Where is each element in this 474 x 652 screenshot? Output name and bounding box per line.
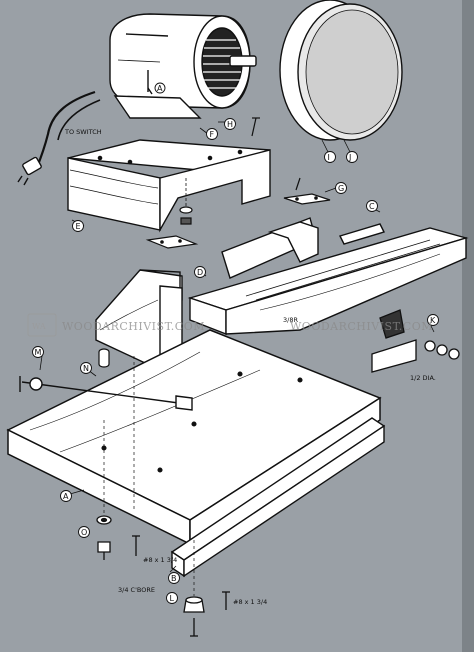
label-f: F	[199, 127, 218, 140]
label-g: G	[324, 182, 347, 194]
part-label-l: L	[170, 594, 175, 603]
part-label-j: J	[348, 153, 351, 162]
part-label-d: D	[197, 268, 203, 277]
table-support	[221, 217, 385, 279]
label-e: E	[71, 219, 85, 232]
switch-bracket-k	[371, 309, 460, 373]
motor	[17, 13, 257, 186]
part-label-a: A	[63, 492, 69, 501]
label-j: J	[343, 139, 358, 163]
part-label-e: E	[76, 222, 81, 231]
watermark-logo: WA	[32, 322, 46, 331]
sanding-disc	[279, 0, 403, 141]
assembly-lines	[103, 356, 195, 596]
watermark-text-right: WOODARCHIVIST.COM	[290, 320, 433, 333]
label-o: O	[78, 526, 90, 538]
table-c	[187, 227, 469, 336]
screw-h	[251, 117, 260, 137]
label-c: C	[366, 200, 381, 213]
skid-b	[170, 417, 386, 578]
switch-note-line1: TO SWITCH	[64, 128, 102, 136]
part-label-n: N	[83, 364, 89, 373]
part-label-motor-a: A	[157, 84, 163, 93]
dimension-3-8r: 3/8R	[283, 316, 298, 324]
washer-bolt-o	[96, 515, 140, 560]
label-k: K	[427, 314, 439, 333]
nut-washer	[179, 178, 193, 225]
part-label-o: O	[81, 528, 87, 537]
label-b: B	[168, 565, 180, 584]
label-a: A	[60, 489, 85, 502]
part-label-m: M	[35, 348, 42, 357]
motor-base-e	[67, 139, 271, 233]
part-label-f: F	[210, 130, 215, 139]
screw-note-o: #8 x 1 3/4	[143, 556, 177, 564]
bore-note: 3/4 C'BORE	[118, 586, 155, 594]
part-label-b: B	[171, 574, 177, 583]
tilt-rod-m	[19, 376, 193, 411]
dimension-half-dia: 1/2 DIA.	[410, 374, 436, 382]
part-label-k: K	[430, 316, 436, 325]
right-edge-band	[462, 0, 474, 652]
label-l: L	[166, 592, 178, 604]
part-label-i: I	[328, 153, 330, 162]
hinge-lower	[145, 235, 199, 249]
dowel	[98, 348, 110, 368]
label-i: I	[321, 139, 336, 163]
label-h: H	[218, 118, 236, 130]
part-label-c: C	[369, 202, 375, 211]
label-d: D	[194, 266, 207, 278]
base-a	[6, 329, 382, 546]
watermark: WA WOODARCHIVIST.COM WOODARCHIVIST.COM	[27, 313, 433, 337]
foot-l	[183, 591, 230, 637]
part-label-g: G	[338, 184, 344, 193]
label-motor-bolt: A	[147, 70, 166, 94]
hinge-g-upper	[283, 177, 331, 205]
label-n: N	[80, 362, 97, 377]
part-label-h: H	[227, 120, 233, 129]
screw-note-l: #8 x 1 3/4	[233, 598, 267, 606]
watermark-text-left: WOODARCHIVIST.COM	[62, 320, 205, 333]
label-m: M	[32, 346, 44, 371]
